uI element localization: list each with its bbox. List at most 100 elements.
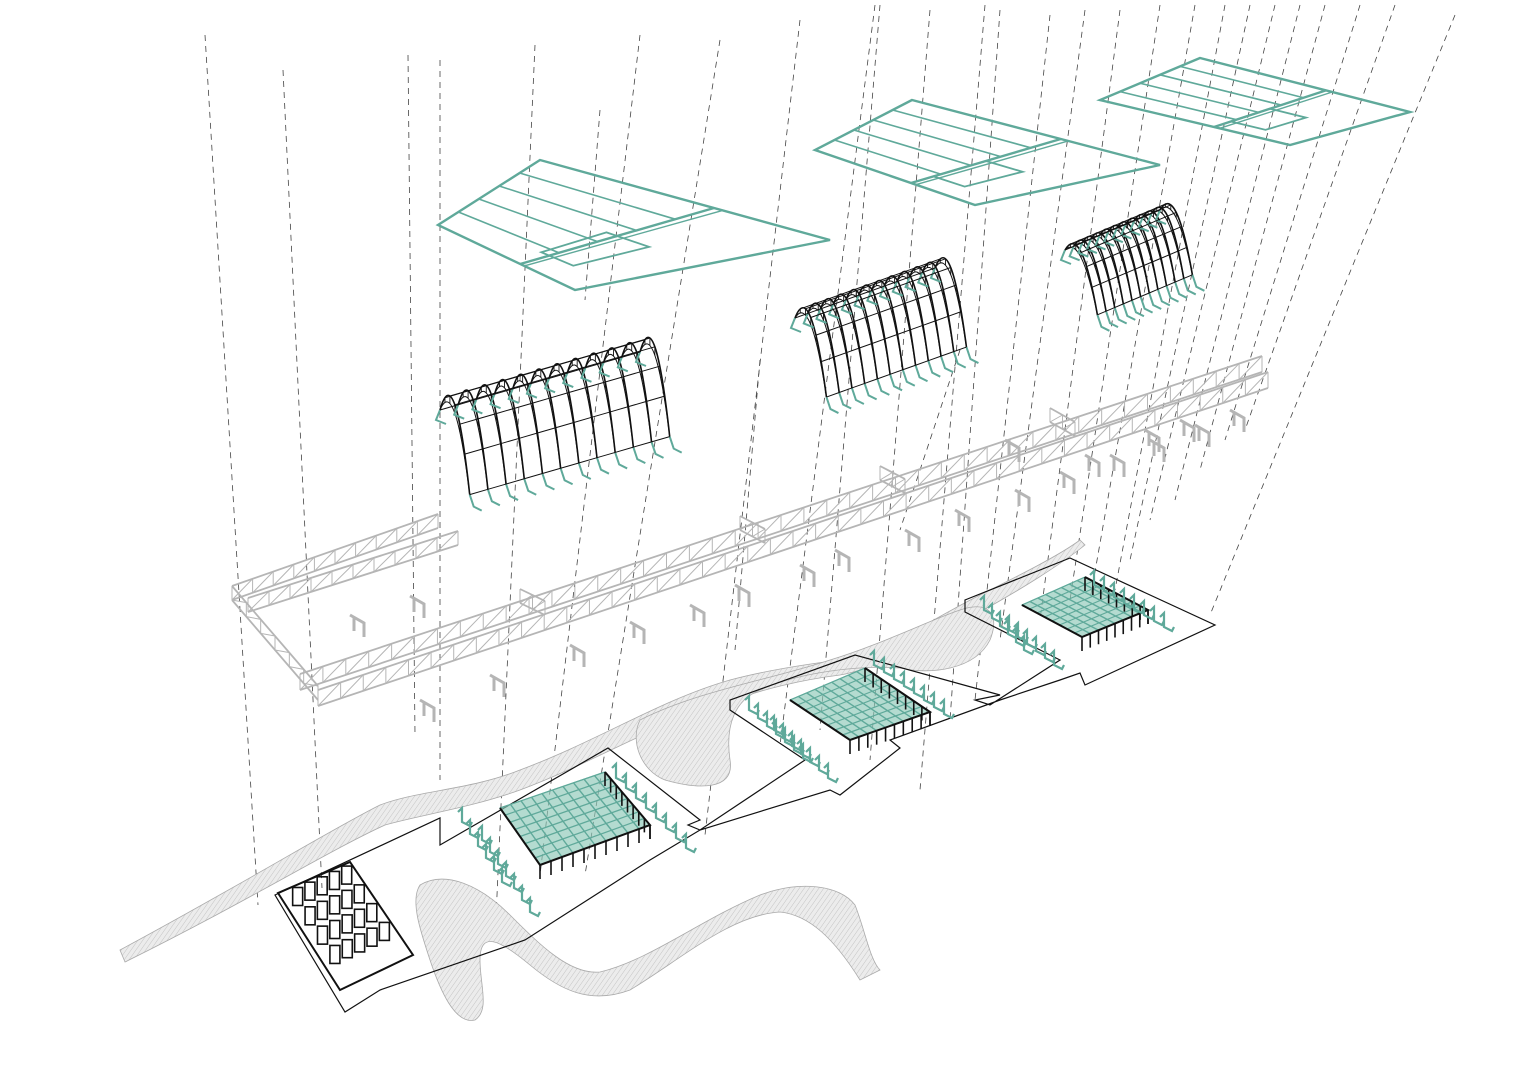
truss-diagonal <box>1078 408 1103 433</box>
truss-diagonal <box>317 682 341 707</box>
walkway-support <box>1194 423 1211 447</box>
walkway-truss <box>231 513 439 601</box>
guide-line <box>919 4 986 791</box>
truss-bearing <box>561 372 574 389</box>
roof-cover-1 <box>435 158 831 292</box>
truss-bearing <box>789 317 802 333</box>
truss-diagonal <box>272 564 295 586</box>
truss-bearing <box>1154 209 1167 225</box>
truss-arch-inner <box>858 289 891 375</box>
truss-diagonal <box>391 635 415 661</box>
truss-diagonal <box>519 594 533 604</box>
truss-bearing <box>668 436 683 454</box>
truss-diagonal <box>973 462 997 487</box>
truss-diagonal <box>293 556 315 579</box>
platform-beam <box>842 705 923 736</box>
stall-frame <box>316 925 329 945</box>
guide-line <box>949 9 1001 721</box>
truss-purlin <box>439 351 641 411</box>
roof-cover-2 <box>811 98 1161 207</box>
support-arm <box>734 583 751 607</box>
truss-diagonal <box>879 472 893 481</box>
truss-bearing <box>927 360 941 378</box>
truss-bearing <box>1102 231 1115 247</box>
walkway-truss <box>247 530 459 613</box>
walkway-support <box>1084 453 1101 477</box>
platform-beam <box>819 689 898 721</box>
truss-diagonal <box>246 616 261 620</box>
truss-diagonal <box>1170 378 1194 403</box>
truss-bearing <box>838 392 852 410</box>
platform-beam <box>827 694 906 726</box>
truss-diagonal <box>1041 439 1065 465</box>
truss-diagonal <box>611 583 636 608</box>
platform-2 <box>788 667 933 754</box>
support-arm <box>569 643 586 667</box>
truss-diagonal <box>634 576 658 601</box>
guide-line <box>539 34 641 876</box>
truss-bearing <box>1139 296 1154 314</box>
truss-diagonal <box>689 537 713 562</box>
truss-diagonal <box>1009 431 1034 456</box>
stall-frame <box>316 900 329 921</box>
truss-diagonal <box>1238 355 1263 380</box>
platform-beam <box>1074 605 1141 634</box>
bracket-support <box>1099 574 1115 597</box>
truss-diagonal <box>436 530 459 553</box>
guide-line <box>869 9 931 761</box>
truss-diagonal <box>724 545 749 571</box>
roof-cover-layer <box>435 56 1415 292</box>
truss-purlin <box>1075 204 1171 246</box>
truss-bearing <box>541 473 555 491</box>
truss-diagonal <box>528 590 553 615</box>
truss-diagonal <box>521 613 545 639</box>
stall-frame <box>341 914 353 934</box>
truss-bearing <box>543 377 556 394</box>
support-arm <box>409 594 426 618</box>
truss-diagonal <box>314 549 336 572</box>
walkway-support <box>1179 418 1196 442</box>
truss-diagonal <box>1018 447 1043 472</box>
truss-purlin <box>1081 211 1177 253</box>
truss-diagonal <box>310 570 333 593</box>
platform-beam <box>524 804 634 845</box>
truss-bearing <box>507 388 520 404</box>
truss-purlin <box>449 337 651 397</box>
ground-path <box>415 878 881 1021</box>
truss-bearing <box>596 457 610 475</box>
platform-beam <box>529 811 639 852</box>
platform-1 <box>499 771 652 879</box>
stall-frames <box>276 860 415 992</box>
support-arm <box>1014 488 1031 512</box>
support-arm <box>1059 470 1076 494</box>
arched-roof-truss-1 <box>434 336 683 512</box>
bracket-support <box>899 669 915 692</box>
walkway-support <box>569 643 586 667</box>
truss-purlin <box>826 346 967 398</box>
truss-bearing <box>559 467 574 486</box>
truss-bearing <box>598 362 611 378</box>
truss-purlin <box>469 436 670 496</box>
truss-diagonal <box>837 507 862 533</box>
truss-diagonal <box>408 651 432 677</box>
stall-frame <box>378 921 391 942</box>
platform-beam <box>1044 588 1109 618</box>
platform-beam <box>797 672 874 706</box>
truss-diagonal <box>532 600 546 610</box>
truss-bearing <box>1146 213 1158 229</box>
truss-bearing <box>577 462 592 480</box>
guide-line <box>974 14 1051 701</box>
truss-diagonal <box>396 520 418 543</box>
truss-diagonal <box>1062 421 1076 430</box>
truss-bearing <box>468 494 483 512</box>
bracket-row <box>1004 613 1065 671</box>
roof-seam <box>1159 74 1282 106</box>
stall-frame <box>329 919 341 940</box>
truss-bearing <box>878 285 891 302</box>
truss-diagonal <box>1245 371 1269 396</box>
truss-purlin <box>459 365 660 425</box>
platform-beam <box>834 700 914 731</box>
bracket-support <box>929 690 945 713</box>
truss-diagonal <box>792 523 816 548</box>
bracket-support <box>1129 592 1145 615</box>
